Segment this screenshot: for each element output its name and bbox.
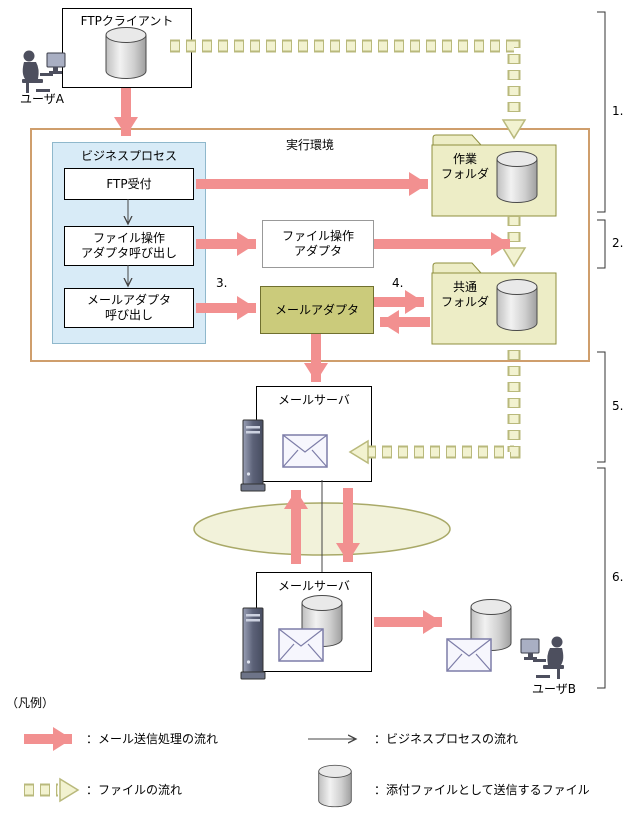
bracket-step-6 xyxy=(597,467,606,689)
step-number-3: 3. xyxy=(216,276,228,290)
legend-file-flow-label: ：ファイルの流れ xyxy=(86,783,183,797)
user-a-label: ユーザA xyxy=(20,92,64,106)
common-folder-cylinder-icon xyxy=(495,278,539,332)
work-folder-cylinder-icon xyxy=(495,150,539,204)
user-b-label: ユーザB xyxy=(532,682,576,696)
business-process-label: ビジネスプロセス xyxy=(80,149,177,163)
user-b-envelope-icon xyxy=(446,638,492,672)
user-a-icon xyxy=(16,48,68,94)
legend-mail-flow-label: ：メール送信処理の流れ xyxy=(86,732,219,746)
ftp-client-label: FTPクライアント xyxy=(80,14,174,28)
step-brackets xyxy=(597,11,606,689)
step-ftp-accept-box: FTP受付 xyxy=(64,168,194,200)
mail-server-bottom-label: メールサーバ xyxy=(278,579,350,593)
execution-environment-box: 実行環境 xyxy=(30,128,590,362)
legend-attachment-label: ：添付ファイルとして送信するファイル xyxy=(374,783,590,797)
mail-adapter-box: メールアダプタ xyxy=(260,286,374,334)
bracket-step-2 xyxy=(597,219,606,269)
step-number-5: 5. xyxy=(612,399,624,413)
ftp-file-cylinder-icon xyxy=(104,26,148,80)
step-file-adapter-call-box: ファイル操作 アダプタ呼び出し xyxy=(64,226,194,266)
step-mail-adapter-call-box: メールアダプタ 呼び出し xyxy=(64,288,194,328)
bracket-step-5 xyxy=(597,351,606,463)
user-b-icon xyxy=(518,634,570,680)
mail-server-top-server-icon xyxy=(240,418,266,496)
legend-file-flow-arrow xyxy=(24,777,80,803)
legend-title: （凡例） xyxy=(6,696,55,710)
step-number-6: 6. xyxy=(612,570,624,584)
mail-server-top-label: メールサーバ xyxy=(278,393,350,407)
mail-server-bottom-envelope-icon xyxy=(278,628,324,662)
work-folder-label: 作業 フォルダ xyxy=(440,152,489,181)
network-ellipse xyxy=(193,502,451,556)
mail-server-top-envelope-icon xyxy=(282,434,328,468)
legend-bp-flow-label: ：ビジネスプロセスの流れ xyxy=(374,732,519,746)
common-folder-label: 共通 フォルダ xyxy=(440,280,489,309)
step-number-1: 1. xyxy=(612,104,624,118)
step-number-2: 2. xyxy=(612,236,624,250)
legend-cylinder-icon xyxy=(317,764,353,808)
file-operation-adapter-box: ファイル操作 アダプタ xyxy=(262,220,374,268)
execution-environment-label: 実行環境 xyxy=(285,138,334,152)
mail-server-bottom-server-icon xyxy=(240,606,266,684)
step-number-4: 4. xyxy=(392,276,404,290)
bracket-step-1 xyxy=(597,11,606,213)
